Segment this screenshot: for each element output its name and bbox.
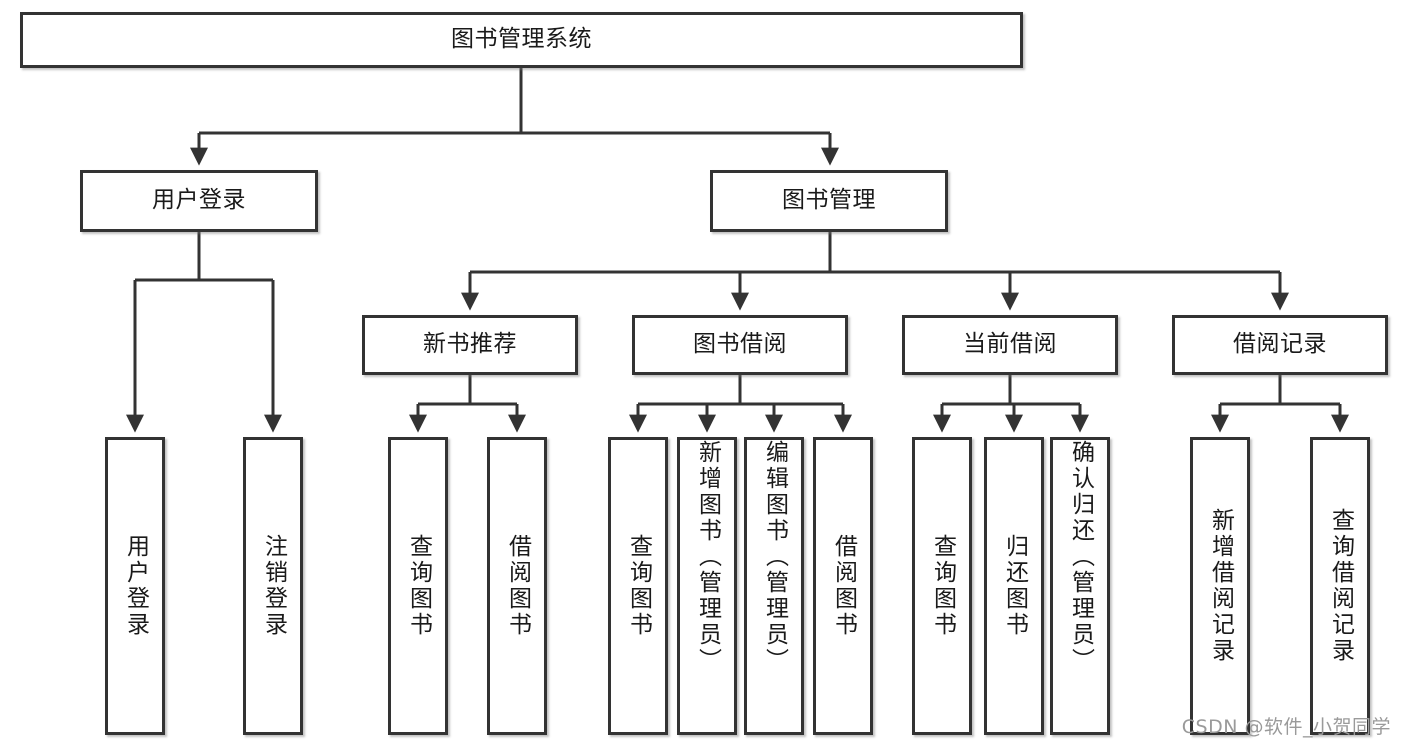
node-label: 借阅记录 — [1233, 331, 1327, 358]
node-leaf-confirm-return[interactable]: 确认归还（管理员） — [1050, 437, 1110, 735]
node-label: 查询图书 — [405, 534, 432, 638]
node-label: 确认归还（管理员） — [1067, 440, 1094, 674]
node-label: 新增图书（管理员） — [694, 440, 721, 674]
node-label: 查询图书 — [625, 534, 652, 638]
node-label: 借阅图书 — [504, 534, 531, 638]
node-label: 图书借阅 — [693, 331, 787, 358]
node-label: 编辑图书（管理员） — [761, 440, 788, 674]
node-label: 查询借阅记录 — [1327, 508, 1354, 664]
node-leaf-user-login[interactable]: 用户登录 — [105, 437, 165, 735]
node-leaf-query-record[interactable]: 查询借阅记录 — [1310, 437, 1370, 735]
node-new-book-recommend[interactable]: 新书推荐 — [362, 315, 578, 375]
node-label: 归还图书 — [1001, 534, 1028, 638]
node-leaf-borrow-book-1[interactable]: 借阅图书 — [487, 437, 547, 735]
node-label: 新增借阅记录 — [1207, 508, 1234, 664]
node-label: 用户登录 — [152, 187, 246, 214]
node-current-borrow[interactable]: 当前借阅 — [902, 315, 1118, 375]
node-leaf-borrow-book-2[interactable]: 借阅图书 — [813, 437, 873, 735]
node-borrow-record[interactable]: 借阅记录 — [1172, 315, 1388, 375]
node-label: 注销登录 — [260, 534, 287, 638]
node-label: 查询图书 — [929, 534, 956, 638]
node-label: 用户登录 — [122, 534, 149, 638]
node-label: 图书管理系统 — [451, 26, 592, 53]
node-leaf-query-book-3[interactable]: 查询图书 — [912, 437, 972, 735]
node-book-borrow[interactable]: 图书借阅 — [632, 315, 848, 375]
node-leaf-add-record[interactable]: 新增借阅记录 — [1190, 437, 1250, 735]
node-leaf-logout[interactable]: 注销登录 — [243, 437, 303, 735]
node-root-system[interactable]: 图书管理系统 — [20, 12, 1023, 68]
node-leaf-query-book-2[interactable]: 查询图书 — [608, 437, 668, 735]
node-user-login[interactable]: 用户登录 — [80, 170, 318, 232]
node-book-manage[interactable]: 图书管理 — [710, 170, 948, 232]
node-leaf-return-book[interactable]: 归还图书 — [984, 437, 1044, 735]
node-leaf-add-book[interactable]: 新增图书（管理员） — [677, 437, 737, 735]
node-label: 借阅图书 — [830, 534, 857, 638]
node-label: 图书管理 — [782, 187, 876, 214]
node-leaf-query-book-1[interactable]: 查询图书 — [388, 437, 448, 735]
node-label: 当前借阅 — [963, 331, 1057, 358]
node-label: 新书推荐 — [423, 331, 517, 358]
csdn-watermark: CSDN @软件_小贺同学 — [1181, 716, 1391, 738]
node-leaf-edit-book[interactable]: 编辑图书（管理员） — [744, 437, 804, 735]
